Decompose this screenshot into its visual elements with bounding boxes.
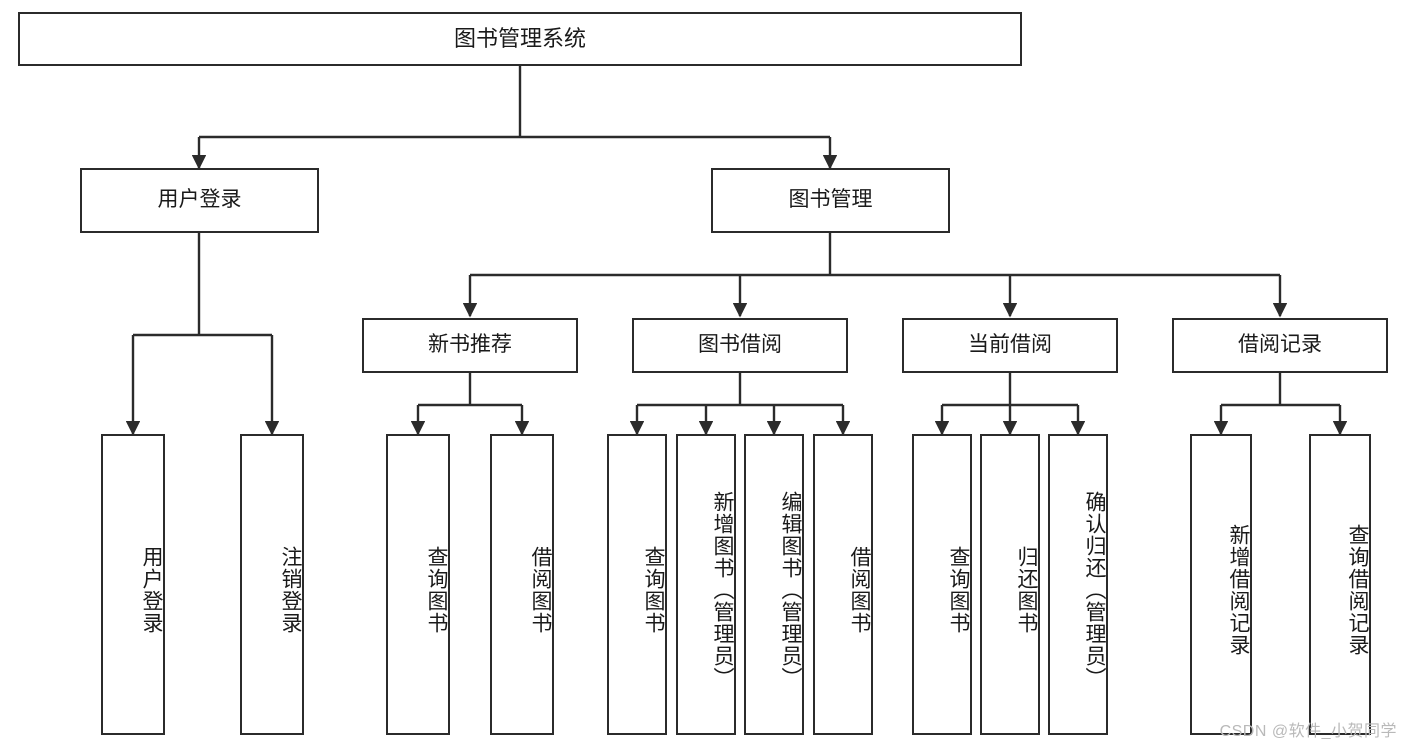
leaf-borrow-borrow-book[interactable]: 借阅图书 xyxy=(813,434,873,735)
node-book-borrow[interactable]: 图书借阅 xyxy=(632,318,848,373)
node-label: 借阅记录 xyxy=(1238,333,1322,357)
leaf-user-login[interactable]: 用户登录 xyxy=(101,434,165,735)
watermark: CSDN @软件_小贺同学 xyxy=(1219,723,1397,740)
node-label: 查询图书 xyxy=(425,545,448,634)
leaf-record-query-record[interactable]: 查询借阅记录 xyxy=(1309,434,1371,735)
leaf-recommend-query-book[interactable]: 查询图书 xyxy=(386,434,450,735)
node-root-system[interactable]: 图书管理系统 xyxy=(18,12,1022,66)
node-current-borrow[interactable]: 当前借阅 xyxy=(902,318,1118,373)
node-label: 注销登录 xyxy=(279,545,302,634)
node-label: 查询图书 xyxy=(947,545,970,634)
node-label: 新增图书（管理员） xyxy=(711,490,734,689)
leaf-recommend-borrow-book[interactable]: 借阅图书 xyxy=(490,434,554,735)
node-label: 图书借阅 xyxy=(698,333,782,357)
leaf-record-add-record[interactable]: 新增借阅记录 xyxy=(1190,434,1252,735)
node-label: 当前借阅 xyxy=(968,333,1052,357)
node-label: 图书管理系统 xyxy=(453,26,586,52)
node-label: 借阅图书 xyxy=(529,545,552,634)
node-new-book-recommend[interactable]: 新书推荐 xyxy=(362,318,578,373)
leaf-current-return-book[interactable]: 归还图书 xyxy=(980,434,1040,735)
leaf-current-confirm-return-admin[interactable]: 确认归还（管理员） xyxy=(1048,434,1108,735)
node-label: 归还图书 xyxy=(1015,545,1038,634)
node-borrow-record[interactable]: 借阅记录 xyxy=(1172,318,1388,373)
node-user-login[interactable]: 用户登录 xyxy=(80,168,319,233)
node-label: 新增借阅记录 xyxy=(1227,523,1250,656)
node-book-management[interactable]: 图书管理 xyxy=(711,168,950,233)
node-label: 查询图书 xyxy=(642,545,665,634)
node-label: 用户登录 xyxy=(157,188,242,212)
node-label: 确认归还（管理员） xyxy=(1083,490,1106,689)
node-label: 用户登录 xyxy=(140,545,163,634)
leaf-user-logout[interactable]: 注销登录 xyxy=(240,434,304,735)
node-label: 编辑图书（管理员） xyxy=(779,490,802,689)
node-label: 查询借阅记录 xyxy=(1346,523,1369,656)
leaf-borrow-add-book-admin[interactable]: 新增图书（管理员） xyxy=(676,434,736,735)
node-label: 新书推荐 xyxy=(428,333,512,357)
leaf-borrow-query-book[interactable]: 查询图书 xyxy=(607,434,667,735)
leaf-current-query-book[interactable]: 查询图书 xyxy=(912,434,972,735)
leaf-borrow-edit-book-admin[interactable]: 编辑图书（管理员） xyxy=(744,434,804,735)
node-label: 借阅图书 xyxy=(848,545,871,634)
node-label: 图书管理 xyxy=(788,188,873,212)
